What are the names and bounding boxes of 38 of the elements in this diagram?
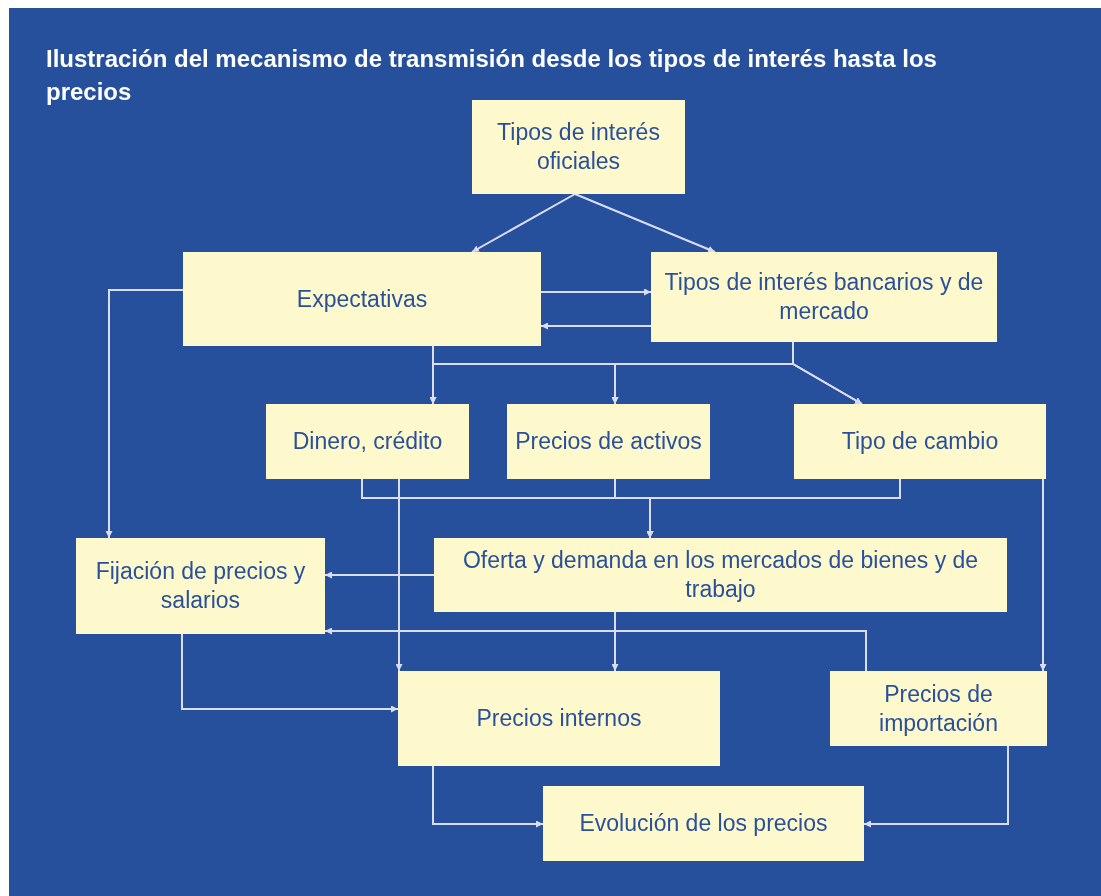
box-label: Precios internos — [476, 704, 642, 733]
box-label: Evolución de los precios — [579, 809, 828, 838]
box-label: Tipos de interés oficiales — [496, 118, 661, 176]
process-box — [651, 252, 997, 342]
arrow — [432, 765, 544, 828]
arrow — [324, 571, 435, 579]
arrow — [792, 341, 863, 405]
arrow — [395, 478, 403, 672]
arrow — [540, 288, 652, 296]
arrow — [181, 633, 399, 713]
arrow — [574, 193, 716, 253]
arrow — [324, 627, 867, 672]
box-label: Oferta y demanda en los mercados de bienes y de trabajo — [461, 546, 980, 604]
process-box — [76, 538, 325, 634]
process-box — [183, 252, 541, 346]
arrow — [1039, 478, 1047, 672]
process-box — [472, 100, 685, 194]
box-label: Expectativas — [296, 284, 428, 314]
process-box — [507, 404, 710, 479]
box-label: Dinero, crédito — [292, 427, 443, 456]
title: Ilustración del mecanismo de transmisión desde los tipos de interés hasta los precios — [46, 44, 938, 107]
box-label: Fijación de precios y salarios — [94, 557, 307, 615]
arrow — [611, 611, 619, 672]
box-label: Tipo de cambio — [841, 427, 999, 456]
arrow — [105, 289, 184, 539]
arrow — [863, 745, 1009, 828]
process-box — [434, 538, 1007, 612]
arrow — [471, 193, 576, 253]
box-label: Precios de activos — [515, 427, 702, 456]
process-box — [398, 671, 720, 766]
process-box — [543, 786, 864, 861]
box-label: Precios de importación — [878, 679, 999, 738]
process-box — [830, 671, 1047, 746]
process-box — [794, 404, 1046, 479]
arrow — [540, 322, 652, 330]
process-box — [266, 404, 469, 479]
arrow — [646, 478, 901, 539]
box-label: Tipos de interés bancarios y de mercado — [663, 268, 985, 326]
